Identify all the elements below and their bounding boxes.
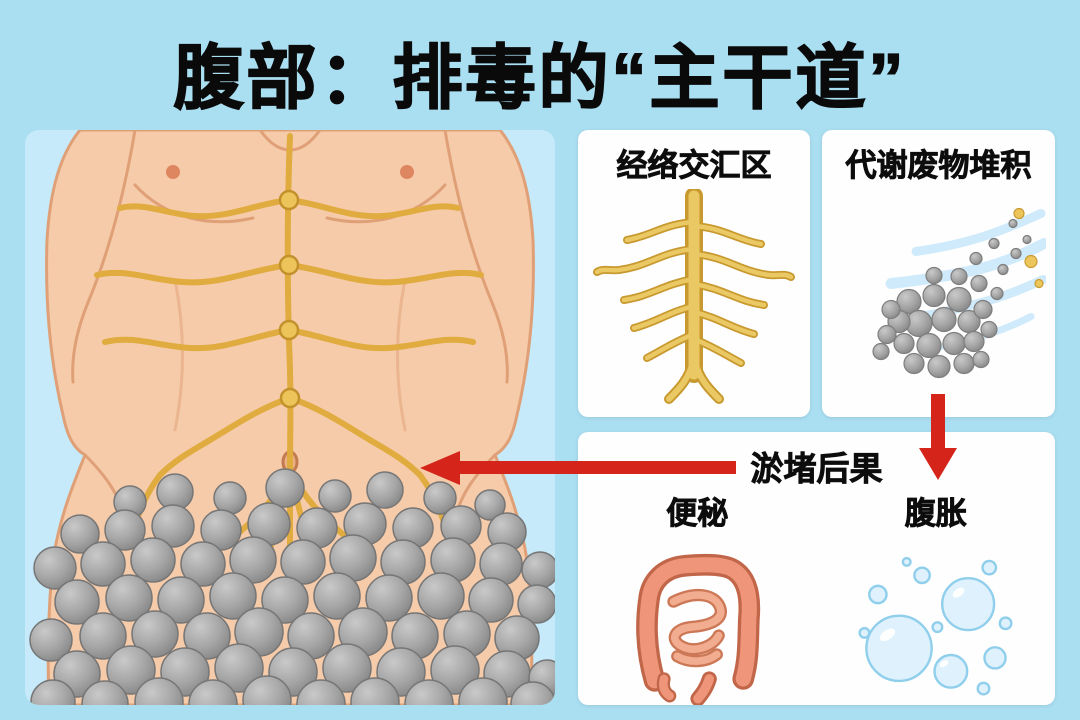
page-title: 腹部：排毒的“主干道” [173,38,907,118]
yellow-particles [1013,207,1044,289]
waste-panel-title: 代谢废物堆积 [845,148,1032,184]
meridian-panel: 经络交汇区 [578,130,810,417]
meridian-nodes [278,189,301,409]
down-arrow-icon [919,394,957,480]
bloating-label: 腹胀 [904,496,967,532]
intestine-illustration [635,553,760,705]
bubbles-illustration [858,556,1013,696]
consequences-title: 淤堵后果 [750,450,883,488]
meridian-root-illustration [593,189,795,404]
meridian-panel-title: 经络交汇区 [616,148,772,184]
waste-spheres-illustration [872,207,1046,379]
consequences-panel: 淤堵后果 便秘 [578,432,1055,705]
waste-panel: 代谢废物堆积 [822,130,1055,417]
constipation-item: 便秘 [578,488,817,705]
abdomen-illustration-panel [25,130,555,705]
constipation-label: 便秘 [666,496,729,532]
toxin-balls-pile [29,468,555,705]
left-arrow-icon [420,451,736,485]
bloating-item: 腹胀 [817,488,1056,705]
abdomen-meridian-illustration [29,130,555,705]
